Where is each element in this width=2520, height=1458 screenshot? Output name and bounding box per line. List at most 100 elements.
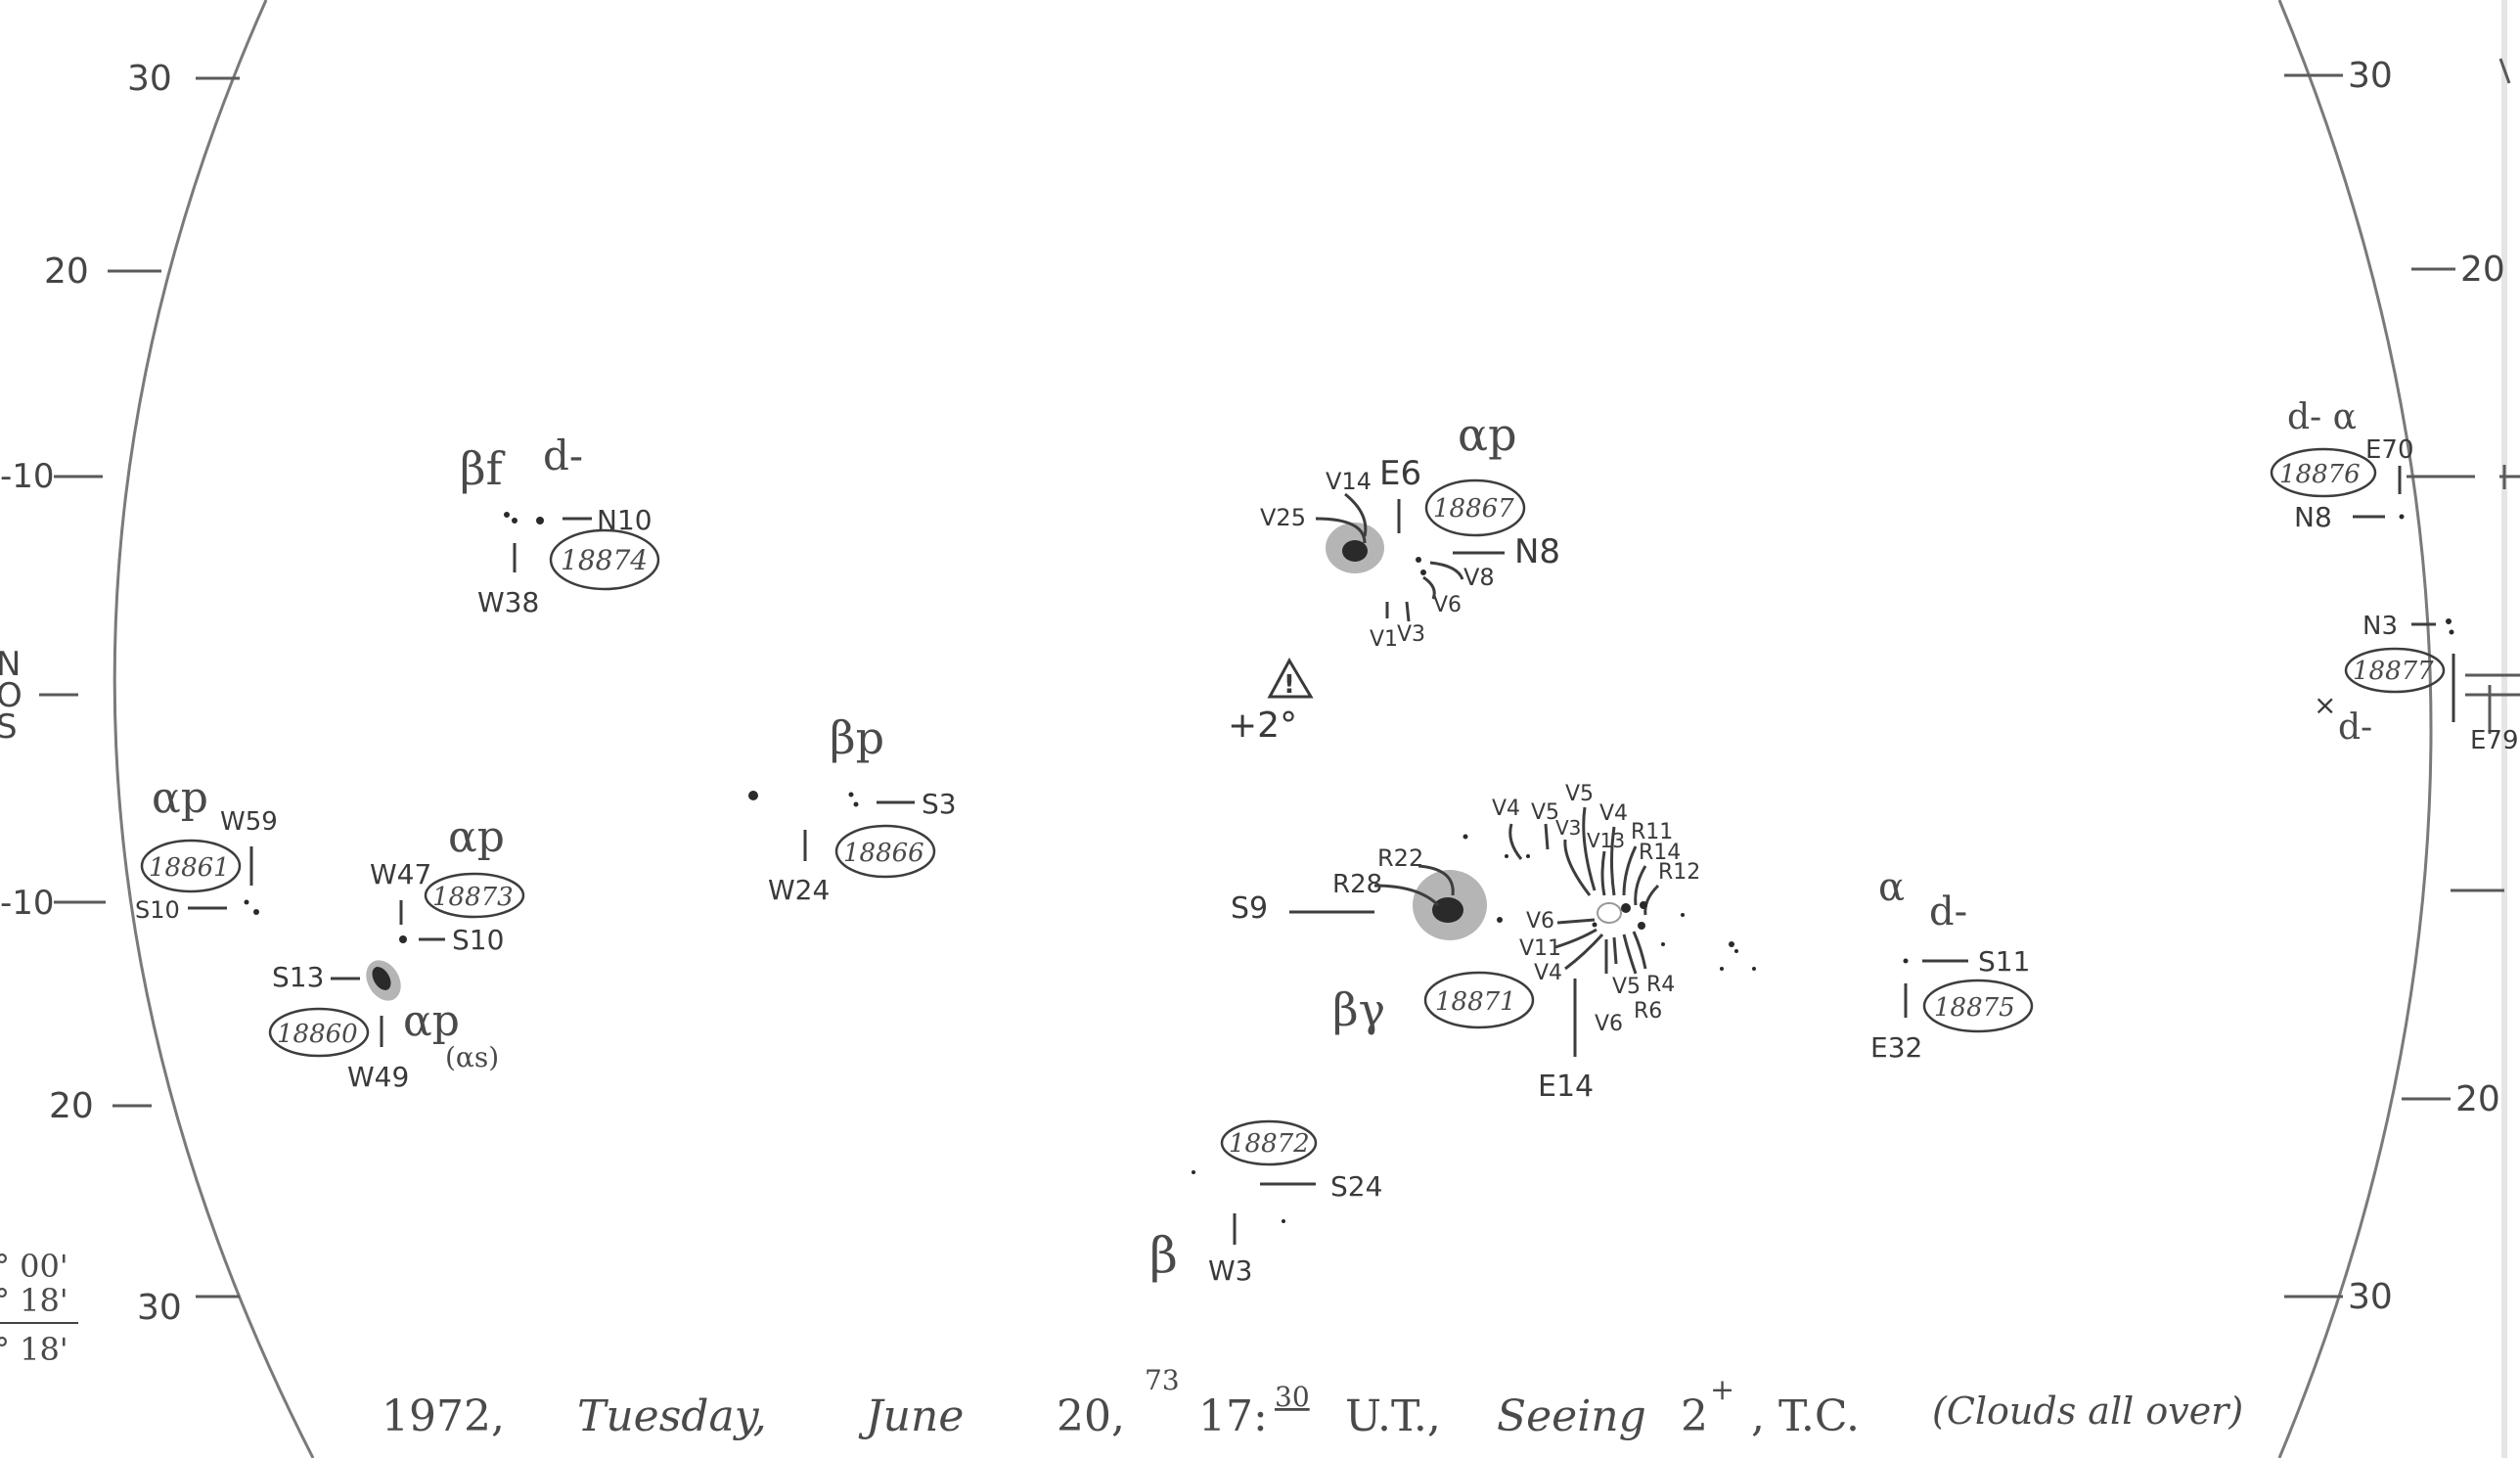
group-18867-v1: V1 [1370,627,1398,652]
spot [1192,1170,1195,1174]
group-18874-cmd: W38 [477,586,539,618]
group-18860-subclass: (αs) [445,1041,499,1073]
leader-line [1564,933,1604,971]
group-18876: d- α E70 18876 N8 [2270,397,2414,533]
group-18873-cmd: W47 [370,858,431,890]
group-18861-cmd: W59 [220,807,278,837]
lat-label-right-20s: 20 [2455,1079,2500,1119]
sunspot-umbra [372,967,391,990]
group-18875-cmd: E32 [1870,1031,1922,1064]
spot [504,512,510,518]
leader-line [1582,806,1597,891]
spot [2449,629,2454,635]
group-18871-v5a: V5 [1531,800,1559,825]
group-18861: αp W59 18861 S10 [135,773,278,924]
spot [1282,1219,1285,1223]
right-latitude-scale: 30 20 20 30 [2284,56,2520,1317]
group-18875-lat: S11 [1978,945,2030,978]
marker-symbol: ! [1283,670,1295,700]
group-18877-x: × [2314,689,2336,721]
spot [1621,903,1631,913]
group-18871-v4a: V4 [1492,797,1520,821]
group-18875-type: d- [1929,889,1967,934]
group-18871-v11: V11 [1519,936,1561,961]
marker-label: +2° [1228,706,1297,746]
group-18873-lat: S10 [452,924,504,956]
leader-line [1418,864,1455,896]
leader-line [1373,884,1440,907]
group-18866-lat: S3 [922,788,957,820]
equator-label-n: N [0,645,21,684]
leader-line [1622,845,1638,896]
group-18871-class: βγ [1332,983,1385,1036]
spot [1734,949,1738,953]
leader-line [1544,823,1550,850]
solar-limb-left [112,0,315,1458]
group-18866: βp S3 W24 18866 [748,711,957,906]
leader-line [1622,934,1638,975]
group-18876-cmd: E70 [2365,435,2414,465]
group-18871-v13: V13 [1587,829,1625,852]
leader-line [1643,884,1660,916]
group-18873-class: αp [448,812,505,862]
spot [1903,958,1909,964]
spot [1638,922,1645,930]
group-18871-number-oval [1423,971,1535,1029]
group-18877-number-oval [2344,647,2446,694]
group-18874-type: d- [543,432,583,479]
lat-label-left-30n: 30 [127,59,172,99]
group-18874-number: 18874 [561,544,648,576]
spot [1661,942,1665,946]
spot [1462,834,1468,840]
group-18875-number-oval [1922,979,2034,1033]
spot [1497,917,1503,923]
spot [748,791,758,800]
spot [1752,967,1756,971]
spot [2399,514,2405,520]
spot [848,792,854,797]
group-18871-number: 18871 [1435,987,1516,1017]
lat-label-left-10n: -10 [0,457,55,496]
lat-label-right-30n: 30 [2348,56,2393,96]
group-18873: αp W47 18873 S10 [370,812,525,956]
spot [1505,854,1508,858]
group-18867-cmd: E6 [1379,454,1421,493]
group-18871-r11: R11 [1631,820,1673,844]
group-18871-r14: R14 [1639,841,1681,865]
group-18860-number-oval [268,1007,370,1058]
footer-weekday: Tuesday, [577,1391,767,1441]
group-18871-r28: R28 [1332,870,1382,899]
spot [253,909,259,915]
group-18872-number-oval [1220,1119,1318,1166]
group-18871-v6b: V6 [1595,1012,1623,1036]
leader-line [1563,839,1592,896]
spot [399,935,407,943]
group-18871-v3: V3 [1555,816,1581,840]
leader-line [1600,850,1606,896]
group-18867-v8: V8 [1463,564,1495,591]
group-18875-class: α [1878,865,1905,910]
leader-line [1315,517,1367,544]
spot [512,518,518,524]
group-18874-class: βf [460,442,506,495]
equator-label-s: S [0,707,18,747]
solar-limb-right [2277,0,2433,1458]
group-18877-lat: N3 [2362,612,2398,641]
footer-ut: U.T., [1345,1391,1441,1441]
group-18866-number: 18866 [843,839,924,868]
group-18867-v3: V3 [1397,622,1425,647]
group-18877: N3 18877 × d- E79 [2314,612,2519,755]
group-18866-cmd: W24 [768,874,830,906]
group-18860-class: αp [403,996,460,1046]
group-18871-v5c: V5 [1612,975,1641,999]
leader-line [1554,928,1598,949]
group-18871: S9 R22 R28 V4 V5 V5 V4 V3 V13 R11 R14 R1… [1231,782,1756,1104]
footer-seeing-sup: + [1710,1373,1734,1407]
left-latitude-scale: 30 20 -10 N O S -10 20 30 [0,59,240,1328]
sunspot-umbra [1432,897,1463,923]
margin-notes: ° 00' ° 18' ° 18' [0,1248,78,1368]
group-18872: 18872 S24 β W3 [1149,1119,1382,1287]
footer-time-hour: 17: [1198,1391,1268,1441]
footer-month: June [858,1391,964,1441]
group-18867-lat: N8 [1514,532,1560,571]
